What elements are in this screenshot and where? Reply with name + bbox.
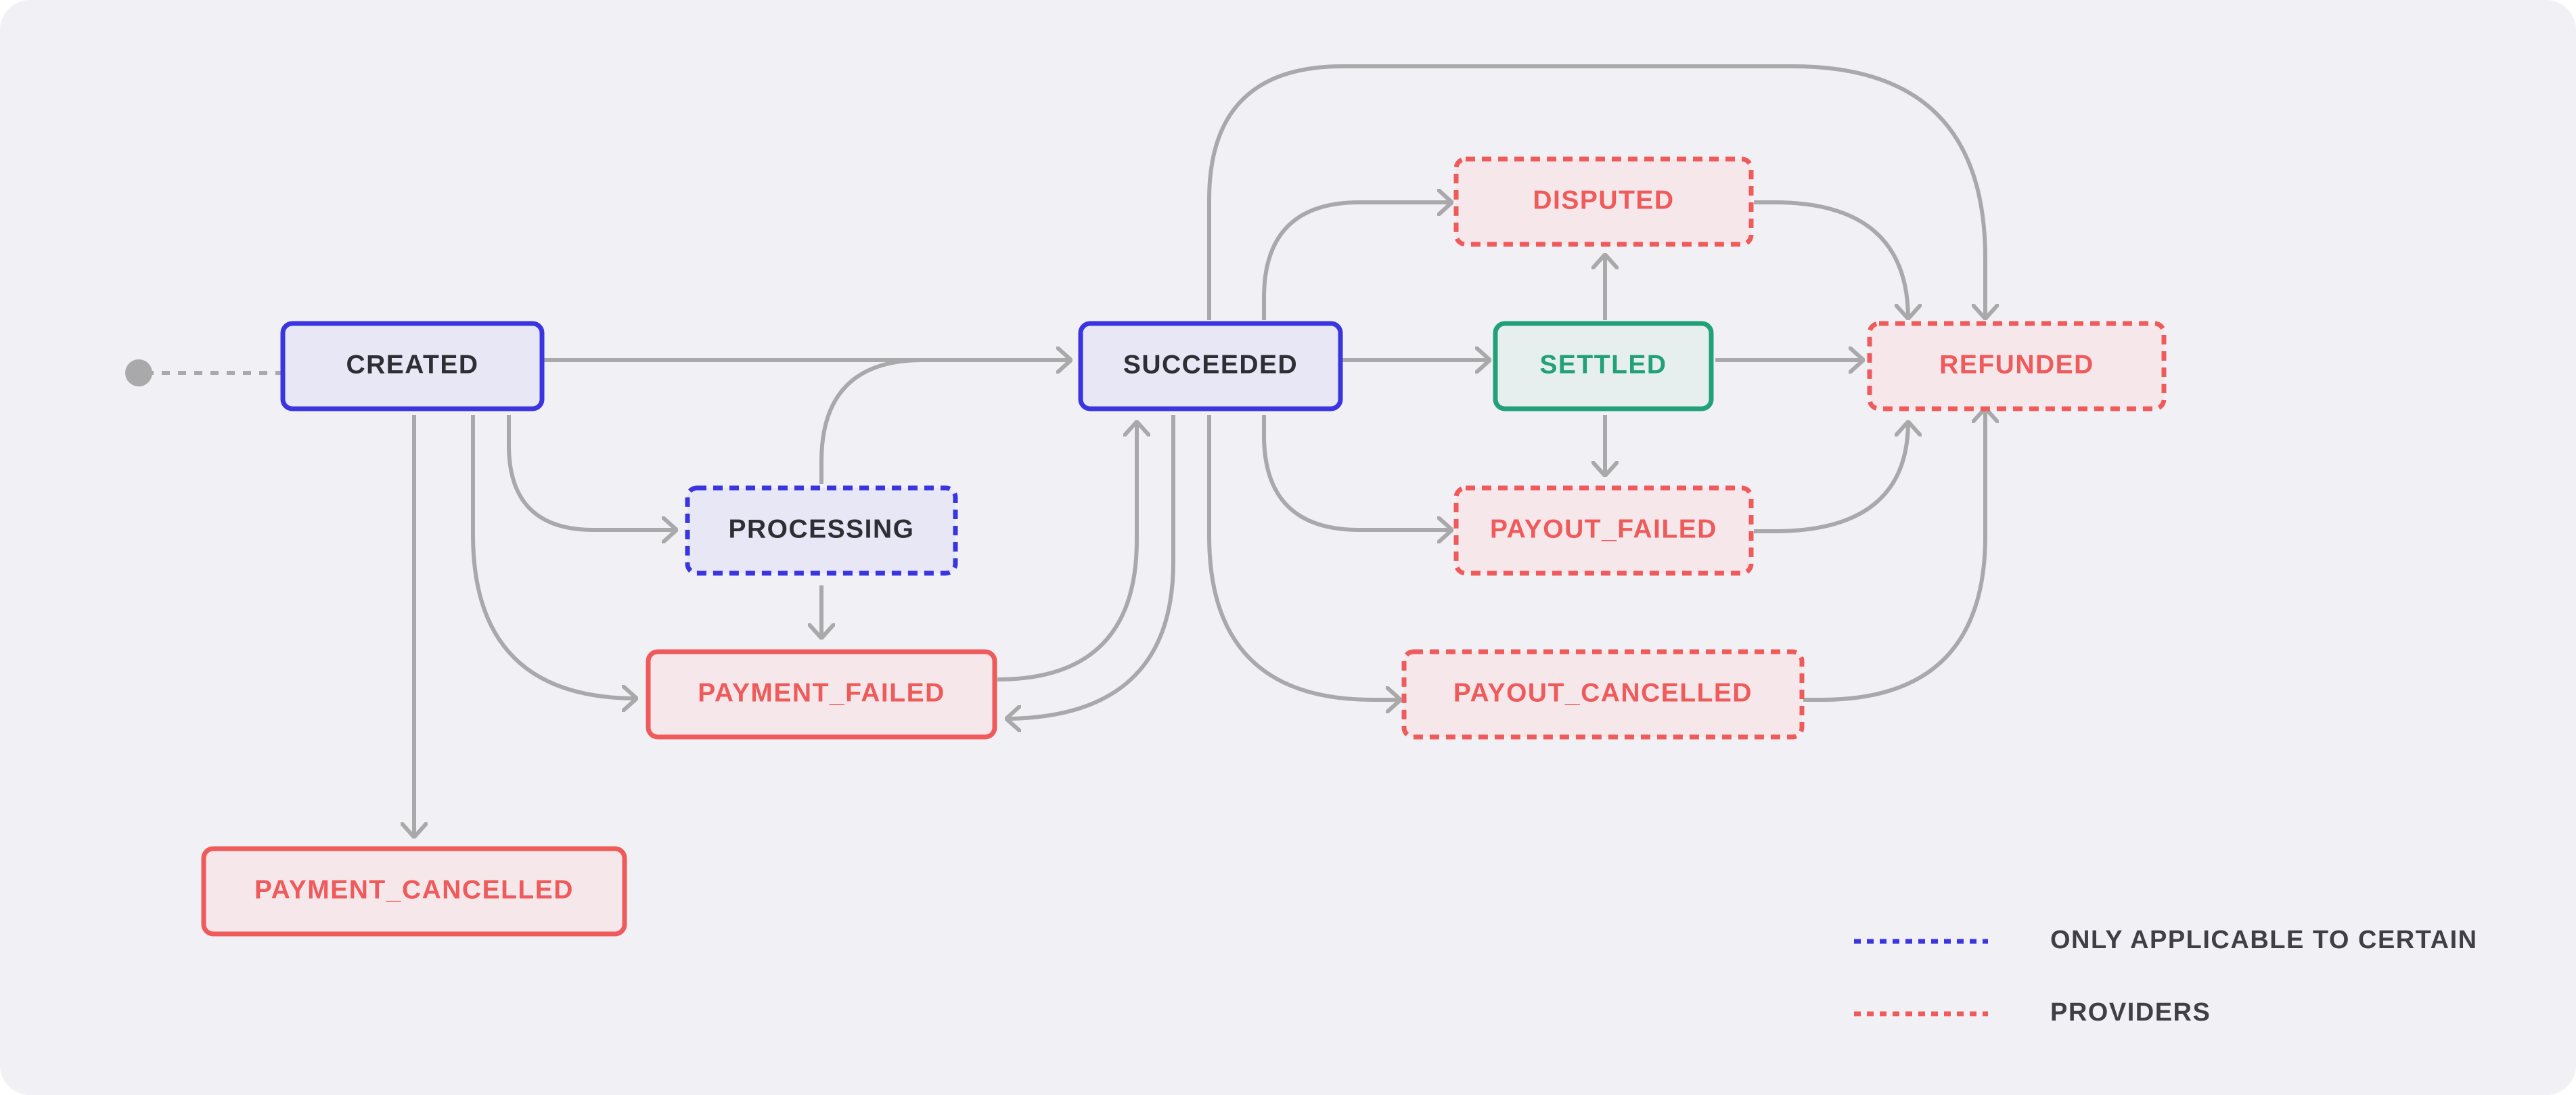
edge-disputed-refunded	[1754, 200, 1908, 319]
state-processing[interactable]: PROCESSING	[685, 485, 958, 576]
state-payment-failed[interactable]: PAYMENT_FAILED	[646, 649, 997, 740]
state-payment-failed-label: PAYMENT_FAILED	[698, 678, 945, 707]
state-succeeded[interactable]: SUCCEEDED	[1078, 321, 1343, 411]
state-refunded[interactable]: REFUNDED	[1867, 321, 2167, 411]
state-created[interactable]: CREATED	[280, 321, 545, 411]
edge-payout-cancelled-refunded	[1803, 408, 1985, 702]
edge-payout-failed-refunded	[1754, 422, 1908, 533]
edge-created-processing	[507, 415, 677, 530]
edge-succeeded-disputed	[1262, 202, 1452, 320]
state-payout-failed-label: PAYOUT_FAILED	[1490, 514, 1717, 543]
state-payment-cancelled-label: PAYMENT_CANCELLED	[254, 875, 574, 904]
state-disputed[interactable]: DISPUTED	[1453, 156, 1754, 247]
state-refunded-label: REFUNDED	[1939, 350, 2094, 379]
edge-succeeded-refunded	[1207, 64, 1985, 320]
legend: ONLY APPLICABLE TO CERTAIN PROVIDERS	[1854, 926, 2478, 1027]
start-dot	[125, 359, 152, 386]
edge-succeeded-payout-cancelled	[1207, 415, 1401, 700]
state-payment-cancelled[interactable]: PAYMENT_CANCELLED	[201, 846, 627, 937]
edge-payment-failed-succeeded	[997, 422, 1137, 681]
state-payout-cancelled[interactable]: PAYOUT_CANCELLED	[1401, 649, 1805, 740]
state-payout-failed[interactable]: PAYOUT_FAILED	[1453, 485, 1754, 576]
legend-line2: PROVIDERS	[2050, 998, 2211, 1027]
edge-created-payment-failed	[471, 415, 637, 698]
legend-line1: ONLY APPLICABLE TO CERTAIN	[2050, 926, 2478, 954]
state-payout-cancelled-label: PAYOUT_CANCELLED	[1453, 678, 1753, 707]
state-settled[interactable]: SETTLED	[1493, 321, 1714, 411]
state-settled-label: SETTLED	[1539, 350, 1667, 379]
edge-processing-succeeded	[819, 358, 1071, 484]
state-created-label: CREATED	[346, 350, 478, 379]
edge-succeeded-payout-failed	[1262, 415, 1452, 530]
edge-succeeded-payment-failed	[1006, 415, 1175, 719]
state-succeeded-label: SUCCEEDED	[1123, 350, 1298, 379]
state-disputed-label: DISPUTED	[1533, 185, 1674, 215]
state-processing-label: PROCESSING	[728, 514, 914, 543]
edges	[145, 64, 1985, 837]
